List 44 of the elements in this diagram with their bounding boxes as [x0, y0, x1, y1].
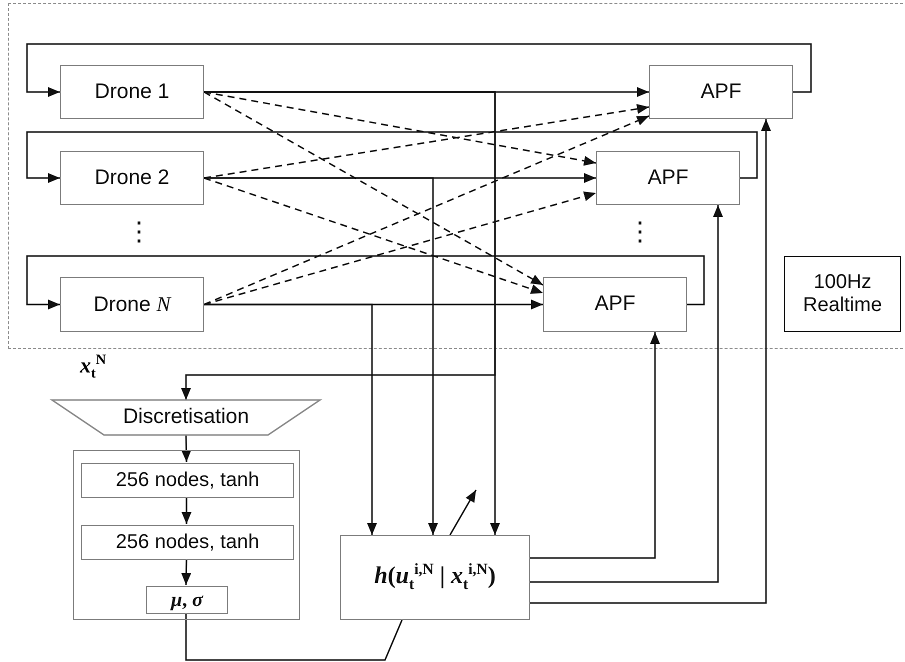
arrow: [181, 91, 496, 400]
node-label: Discretisation: [122, 405, 250, 430]
arrow: [181, 434, 192, 462]
process-box: [81, 525, 294, 560]
node-label: Drone 1: [94, 80, 170, 104]
arrow: [26, 43, 812, 97]
node-label: APF: [700, 80, 742, 104]
node-label: μ, σ: [171, 588, 203, 612]
process-box: [60, 277, 204, 332]
process-box: [543, 277, 687, 332]
process-box: [596, 151, 740, 205]
node-label: 100Hz Realtime: [802, 271, 883, 317]
trapezoid-box: [52, 400, 320, 435]
process-box: [81, 463, 294, 498]
arrow: [204, 177, 544, 294]
arrow: [449, 490, 477, 536]
node-label: 256 nodes, tanh: [116, 469, 260, 492]
arrow: [204, 304, 377, 535]
node-label: APF: [648, 166, 688, 190]
ellipsis-label: ⋮: [627, 218, 653, 244]
node-label: Drone N: [93, 292, 171, 318]
node-label: APF: [594, 292, 636, 317]
arrow: [530, 332, 660, 559]
arrow: [181, 558, 192, 586]
arrow: [204, 91, 544, 286]
node-label: Drone 2: [94, 166, 170, 190]
arrow: [182, 497, 192, 524]
node-label: h(u$_{t}$$^{i,N}$ | x$_{t}$$^{i,N}$): [374, 561, 496, 594]
process-box: [60, 65, 204, 119]
process-box: [784, 256, 901, 332]
arrow: [26, 255, 705, 310]
arrow: [26, 131, 758, 183]
arrow: [530, 119, 771, 604]
arrow: [530, 205, 723, 583]
ellipsis-label: ⋮: [126, 218, 152, 244]
arrow: [204, 191, 596, 306]
arrow: [204, 104, 650, 179]
process-box: [146, 586, 228, 614]
process-box: [340, 535, 530, 620]
process-box: [60, 151, 204, 205]
group-box: [73, 450, 300, 620]
node-label: 256 nodes, tanh: [116, 531, 260, 554]
process-box: [649, 65, 793, 119]
arrow: [204, 115, 650, 306]
